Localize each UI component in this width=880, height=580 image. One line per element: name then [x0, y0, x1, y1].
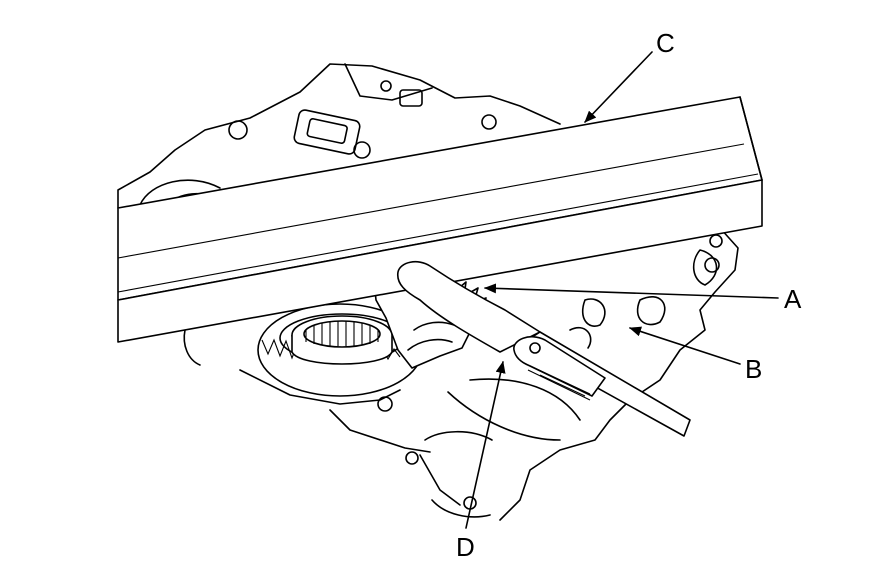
callout-label-b: B: [745, 354, 763, 384]
leader-line-a: [484, 283, 779, 299]
callout-label-d: D: [456, 532, 475, 562]
leader-line-b: [629, 326, 741, 365]
ring-gear: [257, 303, 423, 397]
leader-line-d: [465, 361, 506, 529]
straight-edge: [117, 96, 763, 343]
leader-line-c: [584, 51, 653, 123]
leader-lines: [465, 51, 779, 529]
callout-label-c: C: [656, 28, 675, 58]
feeler-gauge: [396, 260, 691, 437]
callout-label-a: A: [784, 284, 802, 314]
